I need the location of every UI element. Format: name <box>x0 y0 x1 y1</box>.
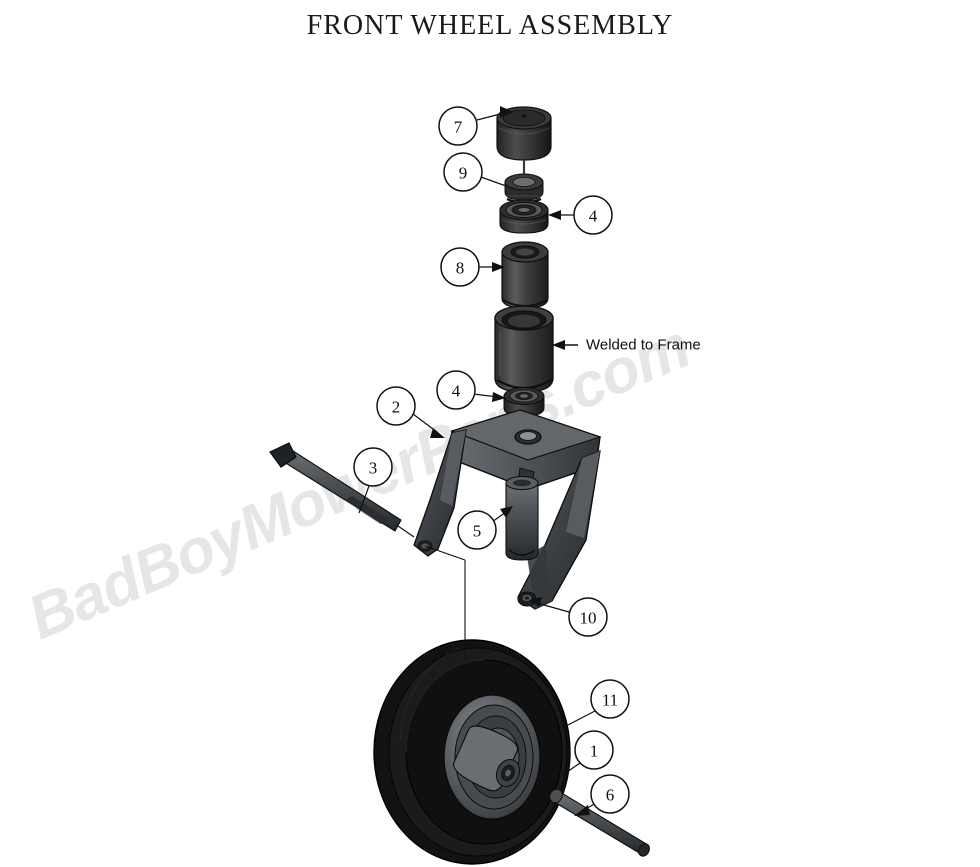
callout-7[interactable]: 7 <box>438 106 514 146</box>
part-spacer-tube <box>501 241 549 309</box>
callout-label: 4 <box>452 382 461 401</box>
callout-8[interactable]: 8 <box>440 247 505 287</box>
callout-label: 3 <box>369 459 378 478</box>
part-dust-cap <box>496 106 552 161</box>
part-fork-spacer <box>505 475 539 561</box>
part-long-bolt <box>269 442 415 538</box>
arrow-icon <box>500 106 514 118</box>
callout-label: 8 <box>456 259 465 278</box>
part-lower-bearing <box>503 387 545 417</box>
callout-10[interactable]: 10 <box>529 597 608 637</box>
arrow-icon <box>529 597 542 607</box>
arrow-icon <box>500 506 513 518</box>
part-upper-bearing <box>499 199 549 234</box>
callout-label: 2 <box>392 398 401 417</box>
callout-4-lower[interactable]: 4 <box>436 370 506 410</box>
callout-5[interactable]: 5 <box>457 506 513 550</box>
callout-label: 1 <box>590 742 599 761</box>
callout-9[interactable]: 9 <box>443 152 507 192</box>
part-frame-tube <box>494 305 554 393</box>
callout-4-upper[interactable]: 4 <box>548 195 613 235</box>
arrow-icon <box>548 210 561 220</box>
welded-to-frame-label: Welded to Frame <box>586 337 701 354</box>
callout-label: 6 <box>606 786 615 805</box>
page-title: FRONT WHEEL ASSEMBLY <box>306 10 674 41</box>
leader-fork-to-hub <box>424 545 466 561</box>
callout-11[interactable]: 11 <box>565 679 630 727</box>
callout-label: 11 <box>602 691 618 710</box>
part-wheel-fork <box>413 409 602 610</box>
callout-6[interactable]: 6 <box>574 774 630 816</box>
part-fork-nut <box>517 591 537 607</box>
callout-label: 7 <box>454 118 463 137</box>
callout-label: 4 <box>589 207 598 226</box>
callout-label: 9 <box>459 164 468 183</box>
callout-2[interactable]: 2 <box>376 386 445 438</box>
welded-to-frame-annotation: Welded to Frame <box>552 337 701 354</box>
callout-3[interactable]: 3 <box>353 447 393 514</box>
part-axle-bolt <box>549 788 650 857</box>
arrow-icon <box>492 392 506 402</box>
arrow-icon <box>430 428 445 438</box>
callout-group: 7 9 4 8 <box>353 106 630 816</box>
callout-label: 5 <box>473 522 482 541</box>
welded-arrow-icon <box>552 340 565 350</box>
part-lock-nut <box>504 173 544 204</box>
callout-label: 10 <box>580 609 597 628</box>
part-wheel <box>373 639 571 865</box>
arrow-icon <box>574 805 590 816</box>
callout-1[interactable]: 1 <box>550 730 614 784</box>
arrow-icon <box>492 262 505 272</box>
